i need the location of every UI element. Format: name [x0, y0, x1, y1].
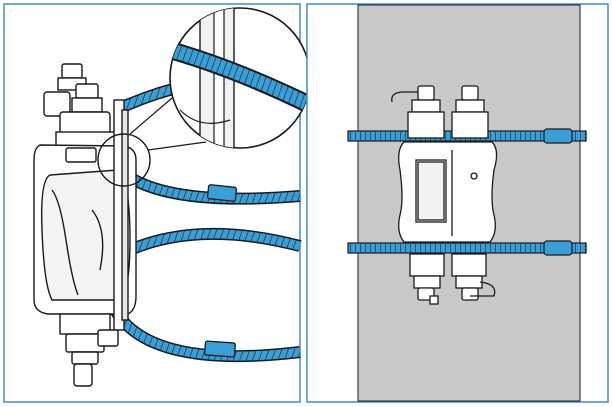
device-side-view: [33, 63, 137, 387]
left-panel: [3, 3, 311, 403]
strap-buckle: [204, 340, 236, 358]
cable-connector: [461, 85, 479, 101]
strap-buckle: [543, 240, 573, 256]
cable-connector: [417, 85, 435, 101]
detail-marker: [97, 133, 151, 187]
cable-connector: [75, 83, 99, 99]
right-panel: [306, 3, 609, 403]
cable-connector: [71, 351, 99, 365]
hose-clamp-strap-bottom: [109, 306, 301, 363]
callout-leader: [147, 141, 207, 151]
strap-buckle: [206, 184, 238, 202]
hose-clamp-strap-lower-front: [347, 240, 587, 256]
cable-connector: [61, 63, 83, 79]
cable-connector: [461, 287, 479, 301]
strap-buckle: [543, 128, 573, 144]
magnifier-callout: [169, 7, 311, 149]
device-front-view: [391, 85, 498, 305]
hose-clamp-strap-lower: [127, 227, 302, 256]
callout-leader: [129, 97, 173, 135]
